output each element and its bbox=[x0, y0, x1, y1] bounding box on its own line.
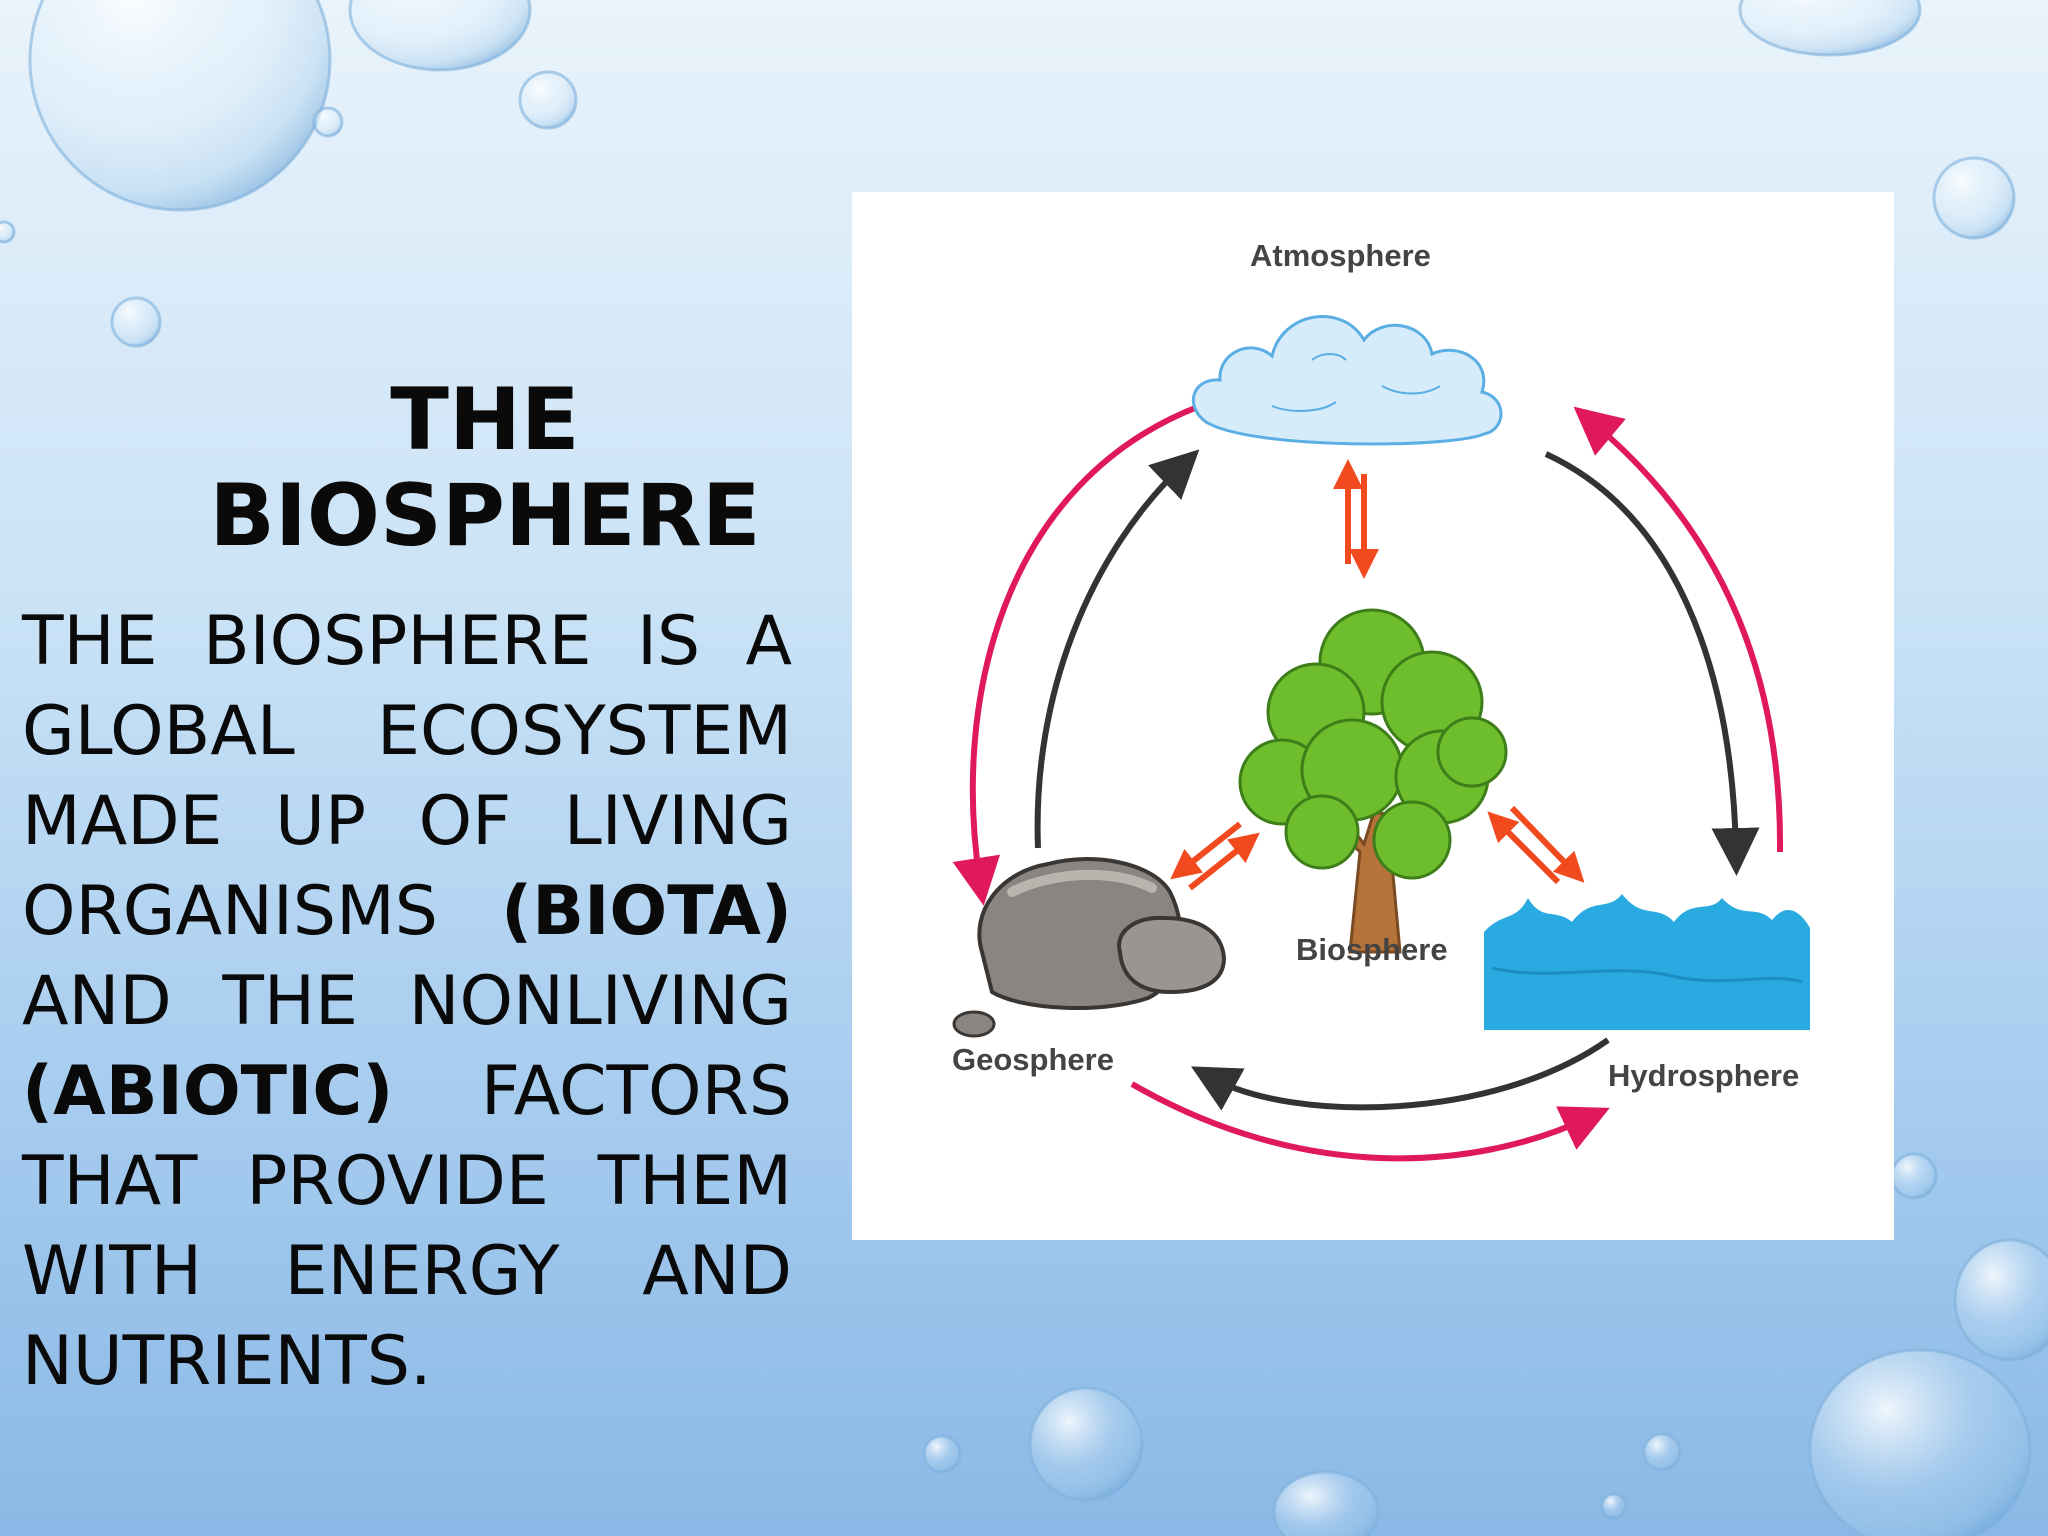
word: BIOSPHERE bbox=[202, 602, 592, 681]
exchange-arrow-geo-in bbox=[1188, 832, 1260, 891]
body-line: AND THE NONLIVING bbox=[22, 957, 792, 1047]
geosphere-label: Geosphere bbox=[952, 1042, 1114, 1077]
word: LIVING bbox=[563, 782, 792, 861]
slide-title-line: THE bbox=[390, 370, 580, 470]
word: IS bbox=[636, 602, 701, 681]
biota-term: (BIOTA) bbox=[501, 872, 792, 951]
atmosphere-label: Atmosphere bbox=[1250, 238, 1431, 273]
word: FACTORS bbox=[480, 1052, 792, 1131]
cycle-arrow-pink-right bbox=[1573, 406, 1784, 853]
cycle-diagram-drawing bbox=[952, 315, 1810, 1162]
word: MADE bbox=[22, 782, 223, 861]
word: PROVIDE bbox=[246, 1142, 549, 1221]
word: THEM bbox=[597, 1142, 792, 1221]
tree-icon bbox=[1238, 608, 1508, 954]
body-line: (ABIOTIC) FACTORS bbox=[22, 1047, 792, 1137]
word: ORGANISMS bbox=[22, 872, 438, 951]
cloud-icon bbox=[1191, 315, 1503, 446]
cycle-arrow-dark-right bbox=[1544, 451, 1760, 876]
exchange-arrow-hydro-in bbox=[1487, 811, 1561, 885]
biosphere-label: Biosphere bbox=[1296, 932, 1448, 967]
word: AND bbox=[22, 962, 172, 1041]
body-line: THE BIOSPHERE IS A bbox=[22, 597, 792, 687]
hydrosphere-label: Hydrosphere bbox=[1608, 1058, 1800, 1093]
body-line: GLOBAL ECOSYSTEM bbox=[22, 687, 792, 777]
rock-icon bbox=[952, 857, 1227, 1038]
body-line: NUTRIENTS. bbox=[22, 1317, 792, 1407]
slide-body-text: THE BIOSPHERE IS A GLOBAL ECOSYSTEM MADE… bbox=[22, 597, 792, 1407]
word: ENERGY bbox=[284, 1232, 560, 1311]
word: THE bbox=[22, 602, 158, 681]
exchange-arrow-geo-out bbox=[1170, 821, 1242, 880]
slide-title-line: BIOSPHERE bbox=[209, 466, 761, 566]
word: UP bbox=[275, 782, 366, 861]
body-line: THAT PROVIDE THEM bbox=[22, 1137, 792, 1227]
exchange-arrow-hydro-out bbox=[1509, 805, 1585, 883]
biosphere-cycle-diagram: Atmosphere Biosphere Geosphere Hydrosphe… bbox=[852, 192, 1894, 1240]
word: THE bbox=[222, 962, 359, 1041]
word: NUTRIENTS. bbox=[22, 1322, 432, 1401]
word: THAT bbox=[22, 1142, 198, 1221]
word: GLOBAL bbox=[22, 692, 295, 771]
body-line: MADE UP OF LIVING bbox=[22, 777, 792, 867]
abiotic-term: (ABIOTIC) bbox=[22, 1052, 394, 1131]
word: A bbox=[745, 602, 792, 681]
cycle-arrow-dark-bottom bbox=[1190, 1037, 1610, 1111]
word: OF bbox=[418, 782, 512, 861]
word: WITH bbox=[22, 1232, 202, 1311]
water-icon bbox=[1484, 894, 1810, 1030]
slide-title: THE BIOSPHERE bbox=[160, 372, 810, 564]
word: AND bbox=[642, 1232, 792, 1311]
body-line: WITH ENERGY AND bbox=[22, 1227, 792, 1317]
cycle-arrow-pink-bottom bbox=[1130, 1081, 1610, 1162]
word: ECOSYSTEM bbox=[376, 692, 792, 771]
cycle-arrow-pink-left bbox=[952, 403, 1202, 906]
body-line: ORGANISMS (BIOTA) bbox=[22, 867, 792, 957]
word: NONLIVING bbox=[408, 962, 792, 1041]
cycle-arrow-dark-left bbox=[1034, 449, 1200, 849]
